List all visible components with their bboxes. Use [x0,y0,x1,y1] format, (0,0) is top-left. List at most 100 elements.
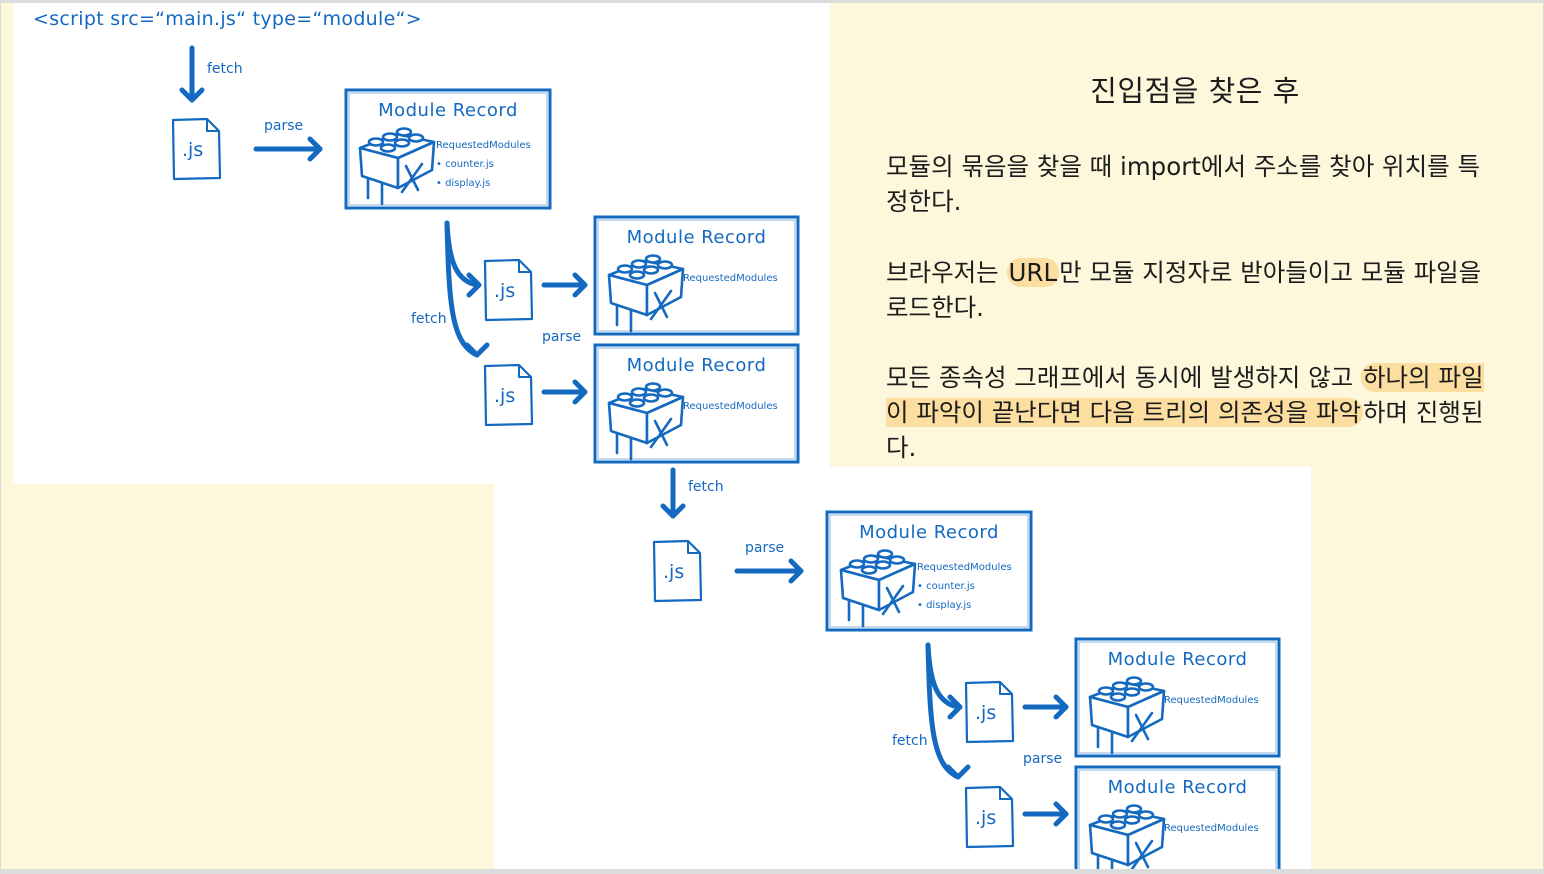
slide-title: 진입점을 찾은 후 [1090,74,1300,108]
top-record-main-brick-stud-3 [379,143,397,153]
top-js-file-main-fold [206,119,219,132]
bottom-record-child-2-brick-stud-3 [1109,820,1127,830]
top-js-file-child-2-outline [483,363,534,427]
bottom-record-child-1-brick-side [1126,689,1166,739]
bottom-record-child-1-brick-stud-0 [1097,686,1115,696]
bottom-record-main-brick-stud-3 [860,565,878,575]
top-js-file-child-1: .js [483,258,534,322]
top-js-file-child-2: .js [483,363,534,427]
top-fetch-arrow-main [179,45,205,103]
top-record-main-brick-stud-4 [393,138,411,148]
bottom-js-file-child-2: .js [964,785,1015,849]
top-branch-lower-head [464,342,490,358]
top-js-file-child-1-outline [483,258,534,322]
top-parse-arrow-main-head [307,136,323,162]
top-js-file-child-1-label: .js [494,280,515,302]
bottom-js-file-child-2-outline [964,785,1015,849]
bottom-js-file-main: .js [652,539,703,603]
bottom-record-child-2-brick-stud-4 [1123,815,1141,825]
top-record-child-1-brick-stud-1 [630,259,648,269]
bottom-record-child-1-brick-stud-3 [1109,692,1127,702]
top-record-child-1-brick-side [645,267,685,317]
paragraph-1-text: 모듈의 묶음을 찾을 때 import에서 주소를 찾아 위치를 특정한다. [886,152,1480,216]
top-record-child-1-brick [607,254,685,333]
top-record-child-2-brick-mark [649,417,673,449]
top-js-file-child-2-fold [518,365,531,378]
bottom-js-file-main-fold [687,541,700,554]
paragraph-3-text-a: 모든 종속성 그래프에서 동시에 발생하지 않고 [886,363,1361,392]
paragraph-3: 모든 종속성 그래프에서 동시에 발생하지 않고 하나의 파일이 파악이 끝난다… [886,360,1501,465]
top-record-main-frame-inner [348,92,548,206]
bottom-js-file-child-2-label: .js [975,807,996,829]
top-record-child-2-brick-side [645,395,685,445]
bottom-record-main-brick-stud-0 [848,559,866,569]
bottom-record-child-2-brick-stud-5 [1137,810,1155,820]
bottom-record-main-brick-stud-5 [888,555,906,565]
top-record-child-1-brick-stud-5 [656,260,674,270]
bottom-record-main-requested: RequestedModules [917,562,1012,573]
top-record-child-1-requested: RequestedModules [683,273,778,284]
paragraph-3-text-b: 하며 진행된다. [886,398,1484,462]
top-record-main-brick-stud-2 [395,127,413,137]
bottom-record-child-1-brick-stud-5 [1137,682,1155,692]
top-record-child-1-brick-stud-3 [628,270,646,280]
diagram-svg-top: <script src=“main.js“ type=“module“>fetc… [33,8,800,484]
bottom-js-file-child-1-outline [964,680,1015,744]
top-record-child-2-title: Module Record [627,355,767,376]
bottom-record-child-1-frame-inner [1078,641,1277,754]
top-record-child-1-brick-stud-4 [642,265,660,275]
bottom-js-file-child-1-label: .js [975,702,996,724]
slide-bottom-border [0,869,1544,874]
paragraph-2: 브라우저는 URL만 모듈 지정자로 받아들이고 모듈 파일을 로드한다. [886,255,1501,325]
top-js-file-child-2-label: .js [494,385,515,407]
bottom-record-main-brick [839,549,917,628]
bottom-record-main-brick-stud-1 [862,554,880,564]
top-record-child-2-brick [607,382,685,461]
highlight-url: URL [1006,258,1060,287]
bottom-js-file-child-2-fold [999,787,1012,800]
bottom-parse-arrow-child-2 [1022,801,1069,827]
bottom-js-file-child-1: .js [964,680,1015,744]
bottom-record-child-1-brick-mark [1130,711,1154,743]
bottom-fetch-label-main: fetch [688,479,724,495]
bottom-parse-arrow-main-head [788,558,804,584]
bottom-parse-arrow-child-2-head [1053,801,1069,827]
top-parse-arrow-child-1 [541,272,588,298]
bottom-record-child-2-brick-stud-0 [1097,814,1115,824]
bottom-fetch-label-branch: fetch [892,733,928,749]
bottom-parse-label-children: parse [1023,751,1062,767]
top-parse-arrow-main [253,136,323,162]
bottom-record-child-1-title: Module Record [1108,649,1248,670]
top-js-file-main-label: .js [182,139,203,161]
top-parse-label-children: parse [542,329,581,345]
bottom-record-main-frame-inner [829,514,1029,628]
top-record-child-2-requested: RequestedModules [683,401,778,412]
top-record-child-2-frame-inner [597,347,796,460]
bottom-record-child-1-brick [1088,676,1166,755]
top-branch-upper-head [466,272,482,298]
top-parse-arrow-child-2 [541,379,588,405]
top-record-main-brick-mark [400,162,424,194]
bottom-record-main-item-1: • display.js [917,600,971,611]
bottom-fetch-arrow-main-head [660,503,686,519]
bottom-record-child-1-brick-stud-1 [1111,681,1129,691]
top-record-main-requested: RequestedModules [436,140,531,151]
bottom-record-child-2-brick-mark [1130,839,1154,869]
bottom-parse-arrow-child-1 [1022,694,1069,720]
top-record-child-1-title: Module Record [627,227,767,248]
bottom-branch-upper-head [947,694,963,720]
top-record-main-brick-stud-1 [381,132,399,142]
paragraph-2-text-a: 브라우저는 [886,258,1007,287]
top-fetch-arrow-main-head [179,87,205,103]
bottom-parse-arrow-child-1-head [1053,694,1069,720]
bottom-js-file-child-1-fold [999,682,1012,695]
top-js-file-main-outline [171,117,222,181]
bottom-parse-arrow-main [734,558,804,584]
slide-top-border [0,0,1544,3]
slide-left-border [0,0,1,874]
top-record-child-2-brick-stud-2 [644,382,662,392]
